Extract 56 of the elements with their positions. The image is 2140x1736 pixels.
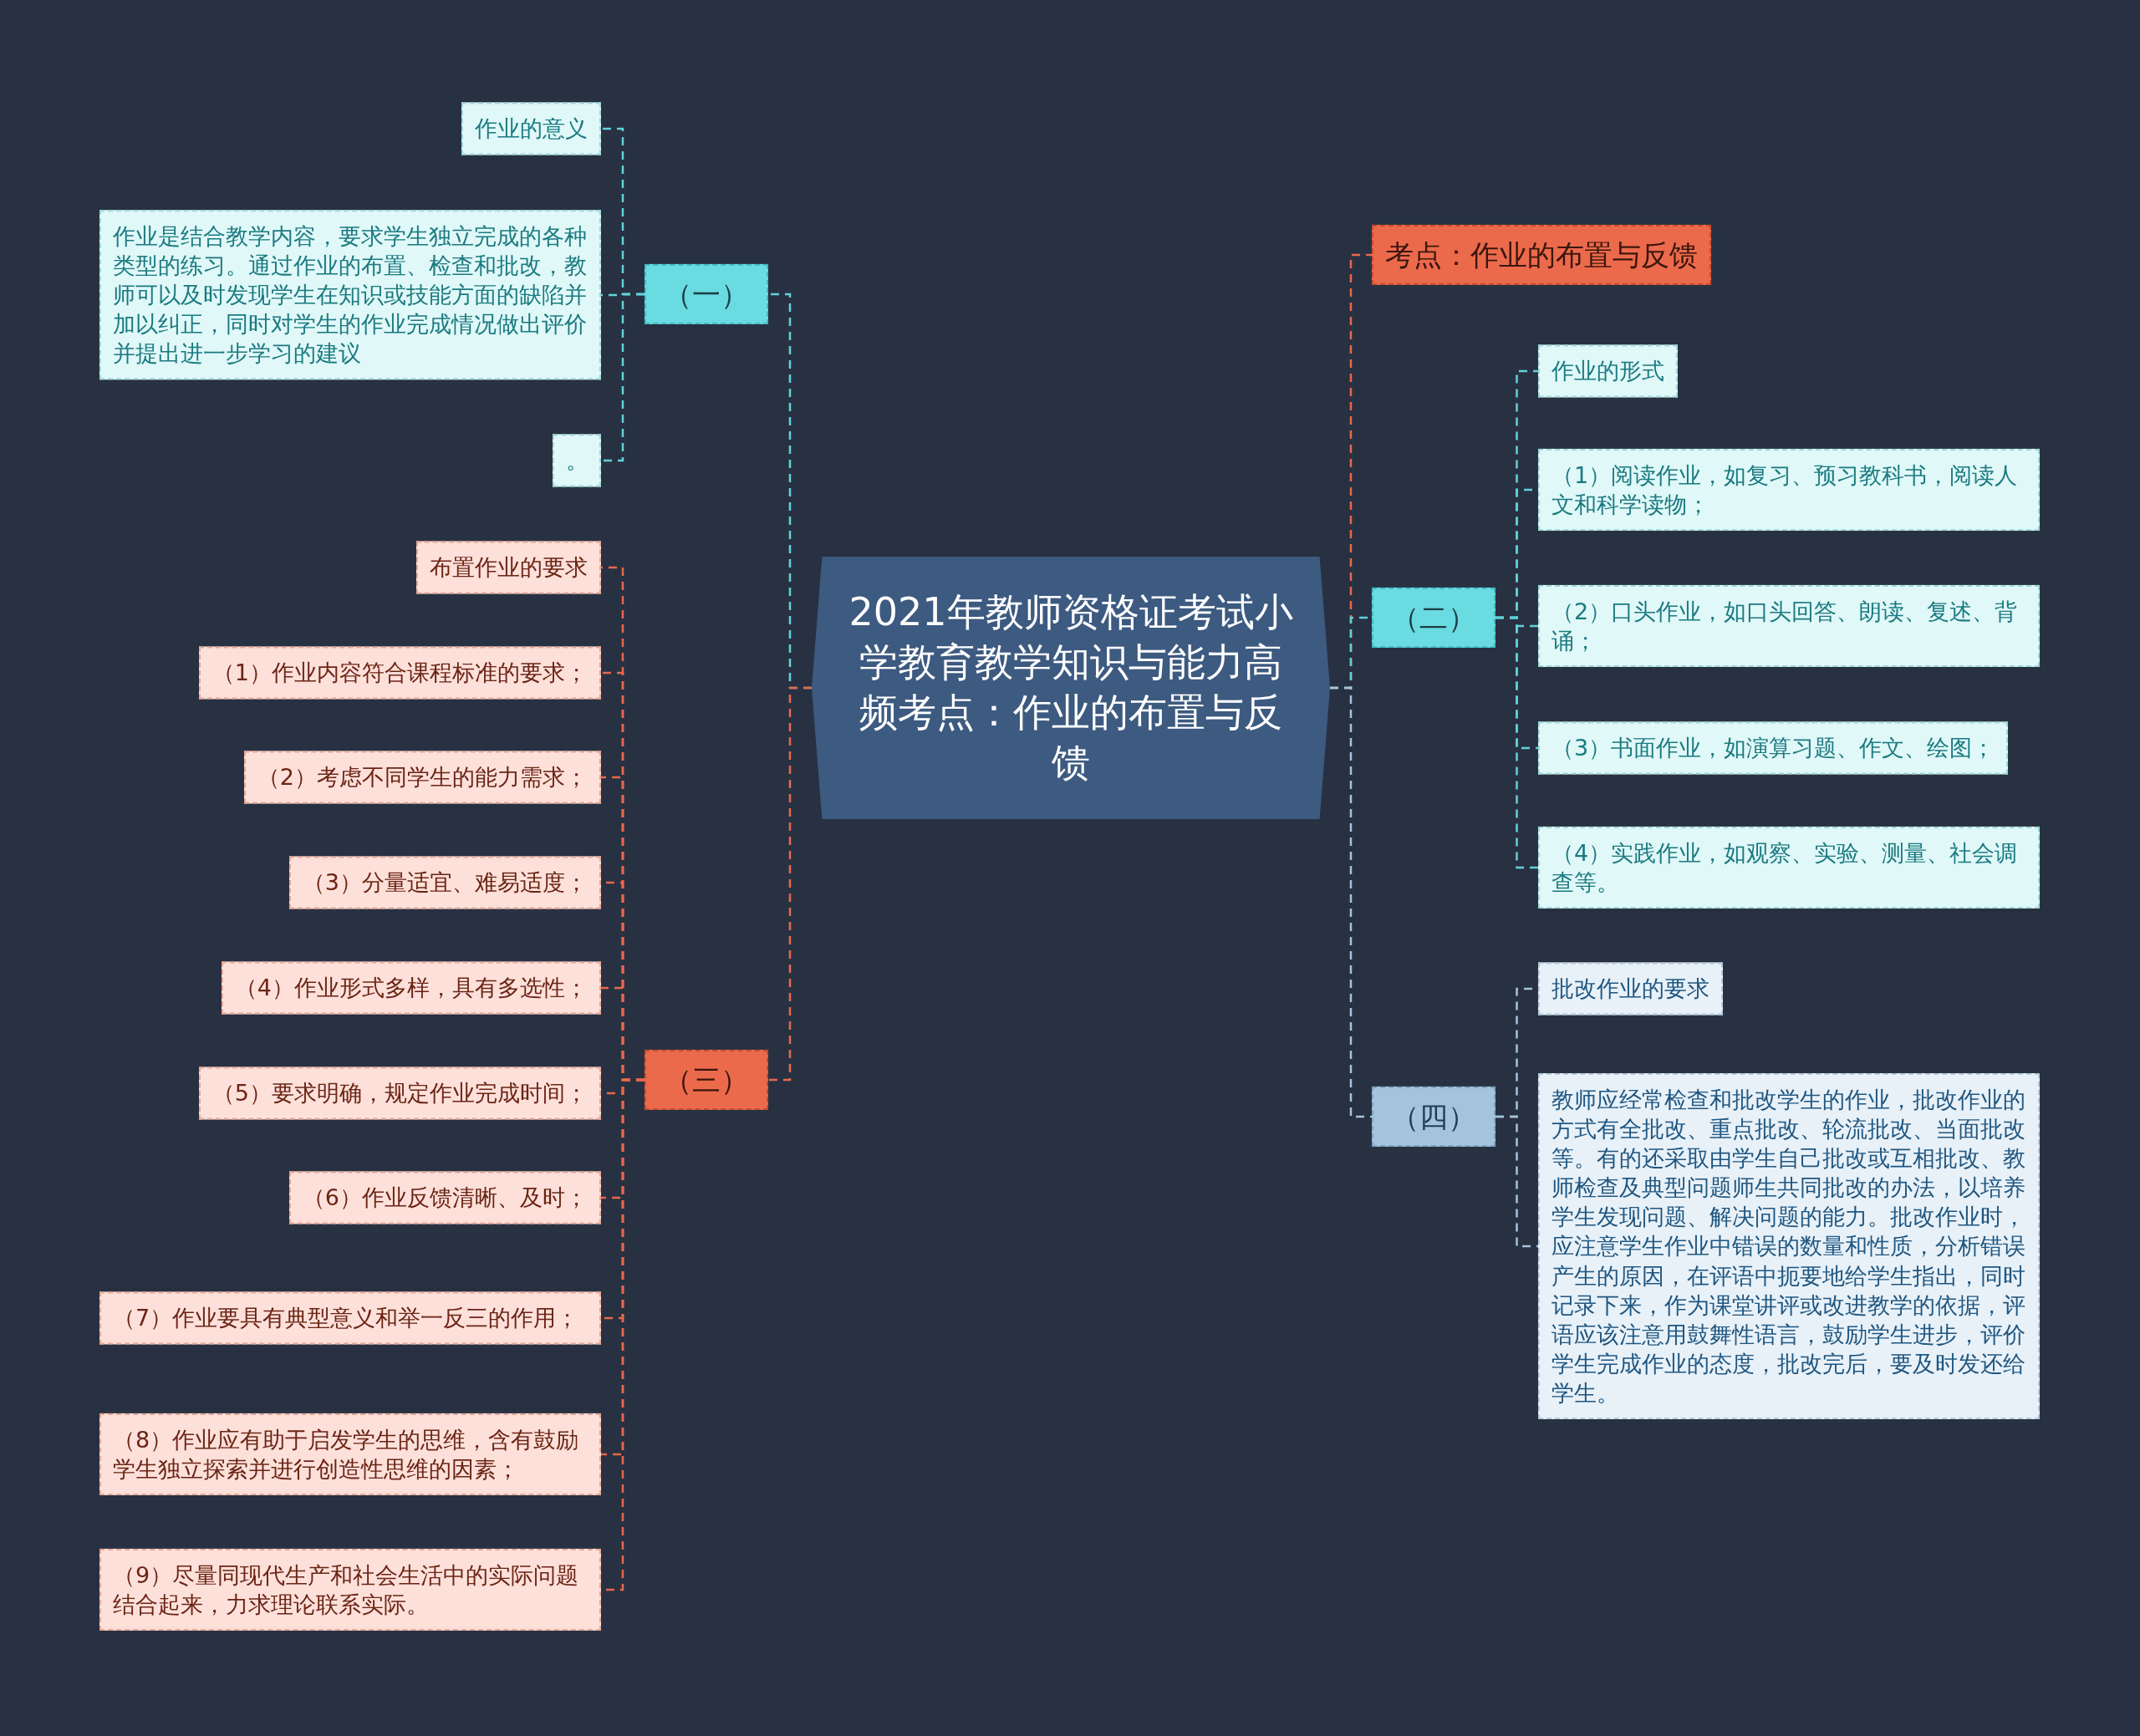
connector-line bbox=[1495, 1115, 1538, 1248]
subtopic-box bbox=[221, 961, 601, 1015]
subtopic-box bbox=[288, 1171, 601, 1224]
subtopic-box bbox=[1538, 584, 2040, 668]
topic-text: 。 bbox=[566, 446, 588, 476]
topic-text: （3）分量适宜、难易适度； bbox=[302, 868, 588, 898]
connector-line bbox=[768, 686, 812, 1082]
connector-line bbox=[1495, 616, 1538, 869]
subtopic-box bbox=[1538, 448, 2040, 532]
connector-line bbox=[1330, 686, 1372, 1118]
connector-line bbox=[601, 293, 645, 462]
subtopic-box bbox=[461, 102, 601, 155]
subtopic-box bbox=[198, 646, 601, 700]
topic-text: 教师应经常检查和批改学生的作业，批改作业的方式有全批改、重点批改、轮流批改、当面批改等。有的还采取由学生自己批改或互相批改、教师检查及典型问题师生共同批改的办法，以培养学生发现问题、解决问题的能力。批改作业时，应注意学生作业中错误的数量和性质，分析错误产生的原因，在评语中扼要地给学生指出，同时记录下来，作为课堂讲评或改进教学的依据，评语应该注意用鼓舞性语言，鼓励学生进步，评价学生完成作业的态度，批改完后，要及时发还给学生。 bbox=[1552, 1086, 2026, 1408]
topic-text: （9）尽量同现代生产和社会生活中的实际问题结合起来，力求理论联系实际。 bbox=[113, 1560, 580, 1619]
subtopic-box bbox=[243, 751, 601, 804]
topic-text: 考点：作业的布置与反馈 bbox=[1385, 237, 1698, 273]
subtopic-box bbox=[1538, 826, 2040, 909]
topic-text: 布置作业的要求 bbox=[430, 553, 588, 583]
topic-text: 批改作业的要求 bbox=[1552, 975, 1709, 1004]
subtopic-box bbox=[198, 1067, 601, 1120]
topic-text: （6）作业反馈清晰、及时； bbox=[302, 1184, 588, 1213]
topic-text: （1）阅读作业，如复习、预习教科书，阅读人文和科学读物； bbox=[1552, 461, 2019, 519]
topic-text: （4）实践作业，如观察、实验、测量、社会调查等。 bbox=[1552, 838, 2019, 897]
topic-text: （7）作业要具有典型意义和举一反三的作用； bbox=[113, 1304, 580, 1333]
subtopic-box bbox=[1538, 721, 2009, 775]
topic-text: （8）作业应有助于启发学生的思维，含有鼓励学生独立探索并进行创造性思维的因素； bbox=[113, 1425, 580, 1484]
subtopic-box bbox=[1538, 962, 1723, 1016]
branch-topic bbox=[1372, 224, 1711, 286]
subtopic-box bbox=[288, 856, 601, 909]
branch-topic bbox=[1372, 1086, 1495, 1148]
topic-text: （2）口头作业，如口头回答、朗读、复述、背诵； bbox=[1552, 597, 2019, 655]
topic-text: （1）作业内容符合课程标准的要求； bbox=[211, 659, 588, 688]
topic-text: （2）考虑不同学生的能力需求； bbox=[257, 763, 588, 792]
subtopic-box bbox=[416, 541, 601, 594]
topic-text: （4）作业形式多样，具有多选性； bbox=[234, 974, 588, 1003]
branch-topic bbox=[1372, 587, 1495, 649]
subtopic-box bbox=[99, 210, 601, 380]
central-topic bbox=[812, 557, 1330, 819]
branch-topic bbox=[645, 263, 768, 325]
topic-text: 作业的意义 bbox=[475, 115, 588, 144]
subtopic-box bbox=[99, 1291, 601, 1345]
topic-text: （三） bbox=[663, 1061, 750, 1098]
topic-text: （二） bbox=[1390, 599, 1477, 636]
topic-text: 作业的形式 bbox=[1552, 357, 1664, 386]
subtopic-box bbox=[553, 434, 601, 487]
branch-topic bbox=[645, 1049, 768, 1111]
topic-text: （5）要求明确，规定作业完成时间； bbox=[211, 1079, 588, 1108]
subtopic-box bbox=[99, 1413, 601, 1496]
topic-text: （四） bbox=[1390, 1098, 1477, 1135]
subtopic-box bbox=[1538, 344, 1678, 398]
subtopic-box bbox=[99, 1548, 601, 1632]
topic-text: 作业是结合教学内容，要求学生独立完成的各种类型的练习。通过作业的布置、检查和批改，教师可以及时发现学生在知识或技能方面的缺陷并加以纠正，同时对学生的作业完成情况做出评价并提出进一步学习的建议 bbox=[113, 222, 588, 369]
topic-text: 2021年教师资格证考试小学教育教学知识与能力高频考点：作业的布置与反馈 bbox=[848, 588, 1294, 787]
topic-text: （3）书面作业，如演算习题、作文、绘图； bbox=[1552, 734, 1995, 763]
topic-text: （一） bbox=[663, 276, 750, 313]
